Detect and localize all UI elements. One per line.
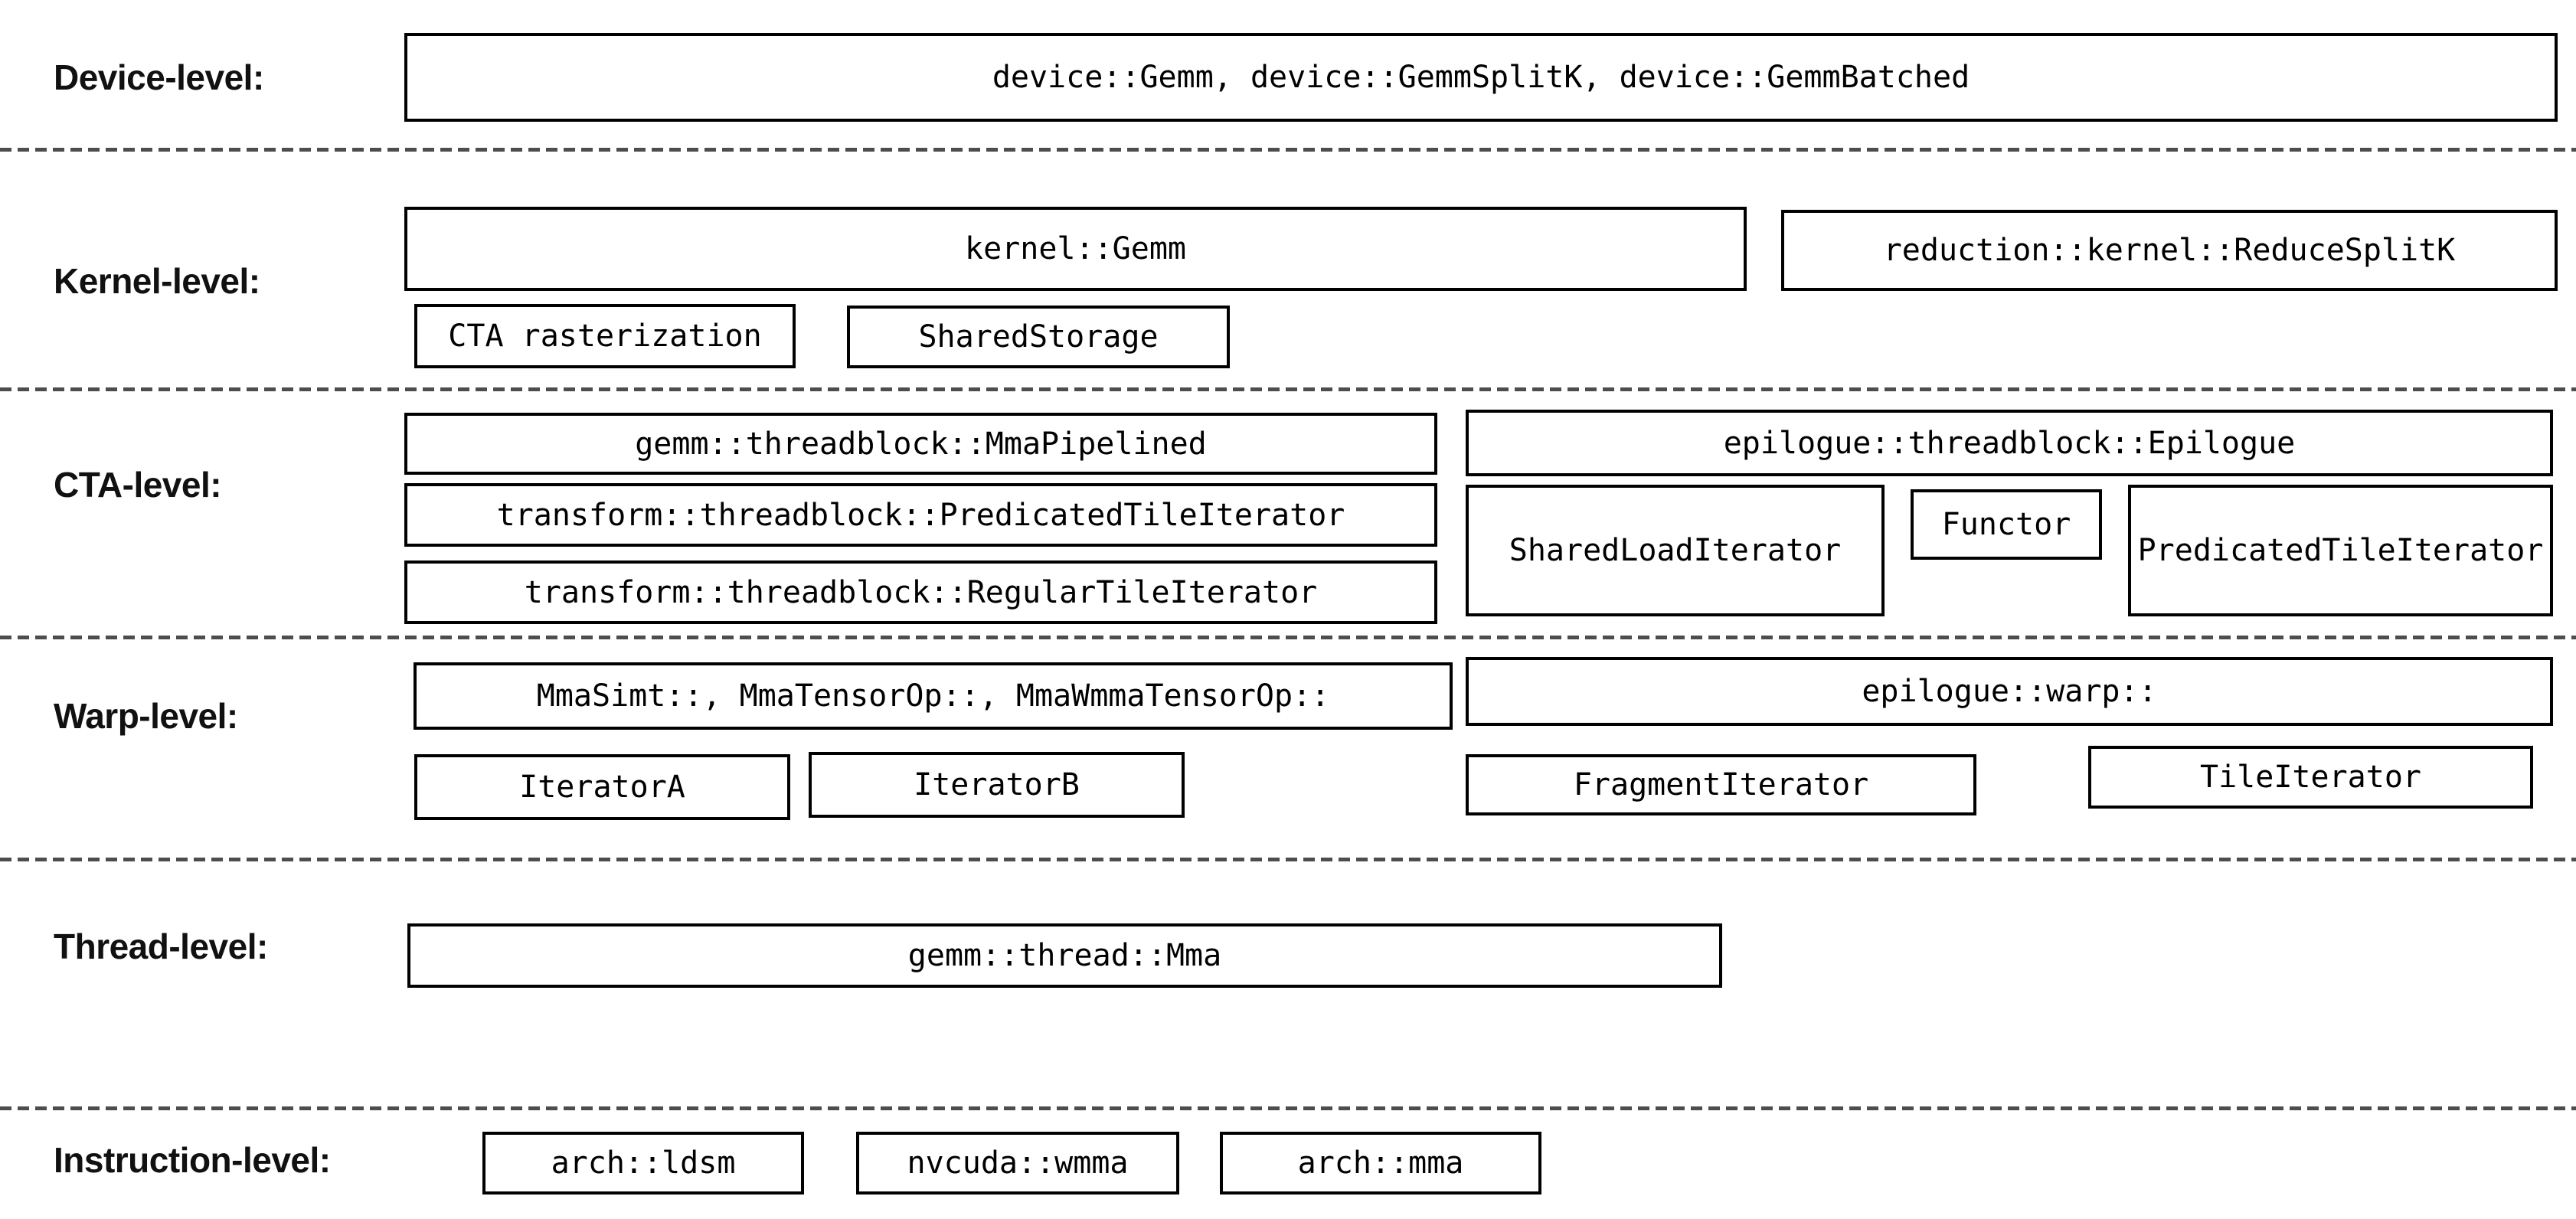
box-iterator-a: IteratorA (414, 754, 790, 820)
thread-level-label: Thread-level: (54, 927, 268, 966)
box-shared-storage: SharedStorage (847, 306, 1230, 368)
box-epilogue-threadblock-epilogue: epilogue::threadblock::Epilogue (1466, 410, 2553, 476)
box-functor: Functor (1911, 489, 2102, 560)
box-epilogue-predicated-tile-iterator: PredicatedTileIterator (2128, 485, 2553, 616)
box-reduction-kernel-reduce-splitk: reduction::kernel::ReduceSplitK (1781, 210, 2558, 291)
divider-1 (0, 148, 2576, 152)
box-transform-threadblock-regular-tile-iterator: transform::threadblock::RegularTileItera… (404, 560, 1437, 624)
box-kernel-gemm: kernel::Gemm (404, 207, 1747, 291)
box-transform-threadblock-predicated-tile-iterator: transform::threadblock::PredicatedTileIt… (404, 483, 1437, 547)
divider-4 (0, 858, 2576, 861)
instruction-level-label: Instruction-level: (54, 1140, 331, 1180)
kernel-level-label: Kernel-level: (54, 261, 260, 301)
box-iterator-b: IteratorB (809, 752, 1185, 818)
cta-level-label: CTA-level: (54, 465, 222, 505)
box-arch-mma: arch::mma (1220, 1132, 1541, 1194)
warp-level-label: Warp-level: (54, 696, 238, 736)
box-gemm-threadblock-mma-pipelined: gemm::threadblock::MmaPipelined (404, 413, 1437, 475)
box-cta-rasterization: CTA rasterization (414, 304, 796, 368)
box-epilogue-warp: epilogue::warp:: (1466, 657, 2553, 726)
box-nvcuda-wmma: nvcuda::wmma (856, 1132, 1179, 1194)
divider-2 (0, 387, 2576, 391)
box-tile-iterator: TileIterator (2088, 746, 2533, 809)
box-gemm-thread-mma: gemm::thread::Mma (407, 923, 1722, 988)
box-shared-load-iterator: SharedLoadIterator (1466, 485, 1885, 616)
box-warp-mma: MmaSimt::, MmaTensorOp::, MmaWmmaTensorO… (414, 662, 1453, 730)
divider-3 (0, 636, 2576, 639)
device-level-label: Device-level: (54, 57, 264, 97)
box-fragment-iterator: FragmentIterator (1466, 754, 1976, 815)
box-device-gemm: device::Gemm, device::GemmSplitK, device… (404, 33, 2558, 122)
divider-5 (0, 1106, 2576, 1110)
box-arch-ldsm: arch::ldsm (482, 1132, 804, 1194)
